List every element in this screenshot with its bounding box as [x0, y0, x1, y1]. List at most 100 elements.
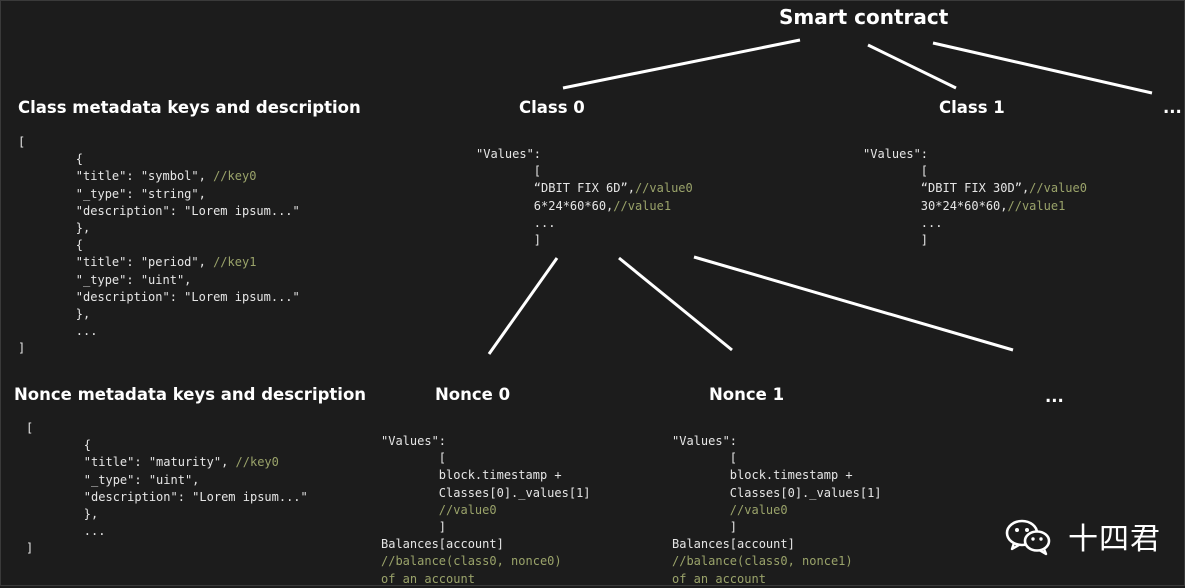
code-line: [ [476, 163, 693, 180]
edge-root-class0 [562, 38, 801, 90]
code-comment: //value0 [438, 502, 497, 517]
code-line: //balance(class0, nonce1) [672, 553, 882, 570]
code-text: "Values": [476, 147, 542, 161]
code-comment: //value0 [634, 181, 693, 196]
code-text: }, [18, 220, 91, 235]
code-text: ... [18, 324, 98, 339]
code-text: "_type": "uint", [26, 472, 200, 487]
code-text: { [18, 152, 84, 167]
code-line: //value0 [381, 502, 591, 519]
code-text: "title": "symbol", [18, 169, 214, 184]
code-line: [ [672, 450, 882, 467]
code-text: ... [476, 215, 556, 230]
code-text: 30*24*60*60, [863, 198, 1008, 213]
code-text: [ [672, 451, 738, 466]
code-text: ] [476, 232, 542, 247]
code-text: "Values": [381, 434, 447, 448]
code-line: "Values": [863, 146, 1087, 163]
nonce-0-values: "Values": [ block.timestamp + Classes[0]… [381, 433, 591, 588]
code-text: ] [18, 341, 26, 356]
watermark-text: 十四君 [1068, 522, 1161, 557]
code-line: block.timestamp + [381, 467, 591, 484]
code-line: "title": "period", //key1 [18, 254, 300, 271]
nonce-metadata-title: Nonce metadata keys and description [14, 385, 367, 404]
code-text: }, [26, 506, 99, 521]
code-line: ... [18, 323, 300, 340]
code-text: Balances[account] [381, 537, 504, 552]
code-text: { [18, 238, 84, 253]
code-line: 30*24*60*60,//value1 [863, 198, 1087, 215]
code-line: { [18, 237, 300, 254]
code-text: "title": "maturity", [26, 455, 236, 470]
code-line: ] [476, 232, 693, 249]
code-line: 6*24*60*60,//value1 [476, 198, 693, 215]
edge-class0-nonce1 [618, 256, 733, 352]
code-text: [ [26, 421, 34, 435]
code-line: //balance(class0, nonce0) [381, 553, 591, 570]
code-line: Balances[account] [381, 536, 591, 553]
code-line: [ [26, 420, 308, 437]
code-line: ] [672, 519, 882, 536]
code-text: ] [863, 232, 929, 247]
code-line: //value0 [672, 502, 882, 519]
code-text: “DBIT FIX 30D”, [863, 181, 1030, 196]
code-line: “DBIT FIX 6D”,//value0 [476, 180, 693, 197]
edge-class0-nonce0 [487, 257, 559, 355]
code-line: of an account [381, 571, 591, 588]
code-text: Balances[account] [672, 537, 795, 552]
code-text: ... [26, 524, 106, 539]
root-title: Smart contract [779, 5, 949, 29]
code-line: "description": "Lorem ipsum..." [18, 289, 300, 306]
class-0-values: "Values": [ “DBIT FIX 6D”,//value0 6*24*… [476, 146, 693, 249]
code-line: "Values": [476, 146, 693, 163]
nonce-more-ellipsis: ... [1045, 387, 1064, 406]
edge-root-class1 [867, 43, 957, 90]
code-line: }, [18, 220, 300, 237]
code-comment: //value1 [613, 198, 672, 213]
code-text: { [26, 438, 92, 453]
code-line: { [18, 151, 300, 168]
code-line: "_type": "uint", [18, 272, 300, 289]
code-line: ] [381, 519, 591, 536]
code-text: "_type": "uint", [18, 272, 192, 287]
code-comment: //balance(class0, nonce1) [672, 554, 853, 569]
code-line: "Values": [672, 433, 882, 450]
code-line: }, [26, 506, 308, 523]
code-line: ] [18, 340, 300, 357]
code-line: "title": "maturity", //key0 [26, 454, 308, 471]
code-text: block.timestamp + [381, 468, 562, 483]
class-more-ellipsis: ... [1163, 98, 1182, 117]
edge-class0-more [693, 255, 1014, 352]
code-text: "description": "Lorem ipsum..." [18, 289, 300, 304]
class-metadata-code: [ { "title": "symbol", //key0 "_type": "… [18, 134, 300, 357]
code-comment: //balance(class0, nonce0) [381, 554, 562, 569]
nonce-1-title: Nonce 1 [709, 385, 785, 404]
code-line: Classes[0]._values[1] [672, 485, 882, 502]
code-line: ] [26, 540, 308, 557]
class-0-title: Class 0 [519, 98, 585, 117]
edge-root-more [932, 41, 1153, 95]
code-line: { [26, 437, 308, 454]
code-text: ] [26, 541, 34, 556]
code-line: [ [863, 163, 1087, 180]
code-line: "_type": "string", [18, 186, 300, 203]
code-text: 6*24*60*60, [476, 198, 614, 213]
code-text: block.timestamp + [672, 468, 853, 483]
code-comment: //value1 [1007, 198, 1066, 213]
code-text: "_type": "string", [18, 186, 206, 201]
code-text: ... [863, 215, 943, 230]
code-comment: of an account [381, 571, 475, 586]
code-line: Classes[0]._values[1] [381, 485, 591, 502]
code-line: ... [863, 215, 1087, 232]
code-text: "Values": [672, 434, 738, 448]
code-line: "Values": [381, 433, 591, 450]
code-line: ] [863, 232, 1087, 249]
code-text: [ [476, 164, 542, 179]
code-text: "Values": [863, 147, 929, 161]
code-line: Balances[account] [672, 536, 882, 553]
class-1-title: Class 1 [939, 98, 1005, 117]
code-comment: //key0 [235, 455, 279, 470]
class-1-values: "Values": [ “DBIT FIX 30D”,//value0 30*2… [863, 146, 1087, 249]
code-text: [ [381, 451, 447, 466]
